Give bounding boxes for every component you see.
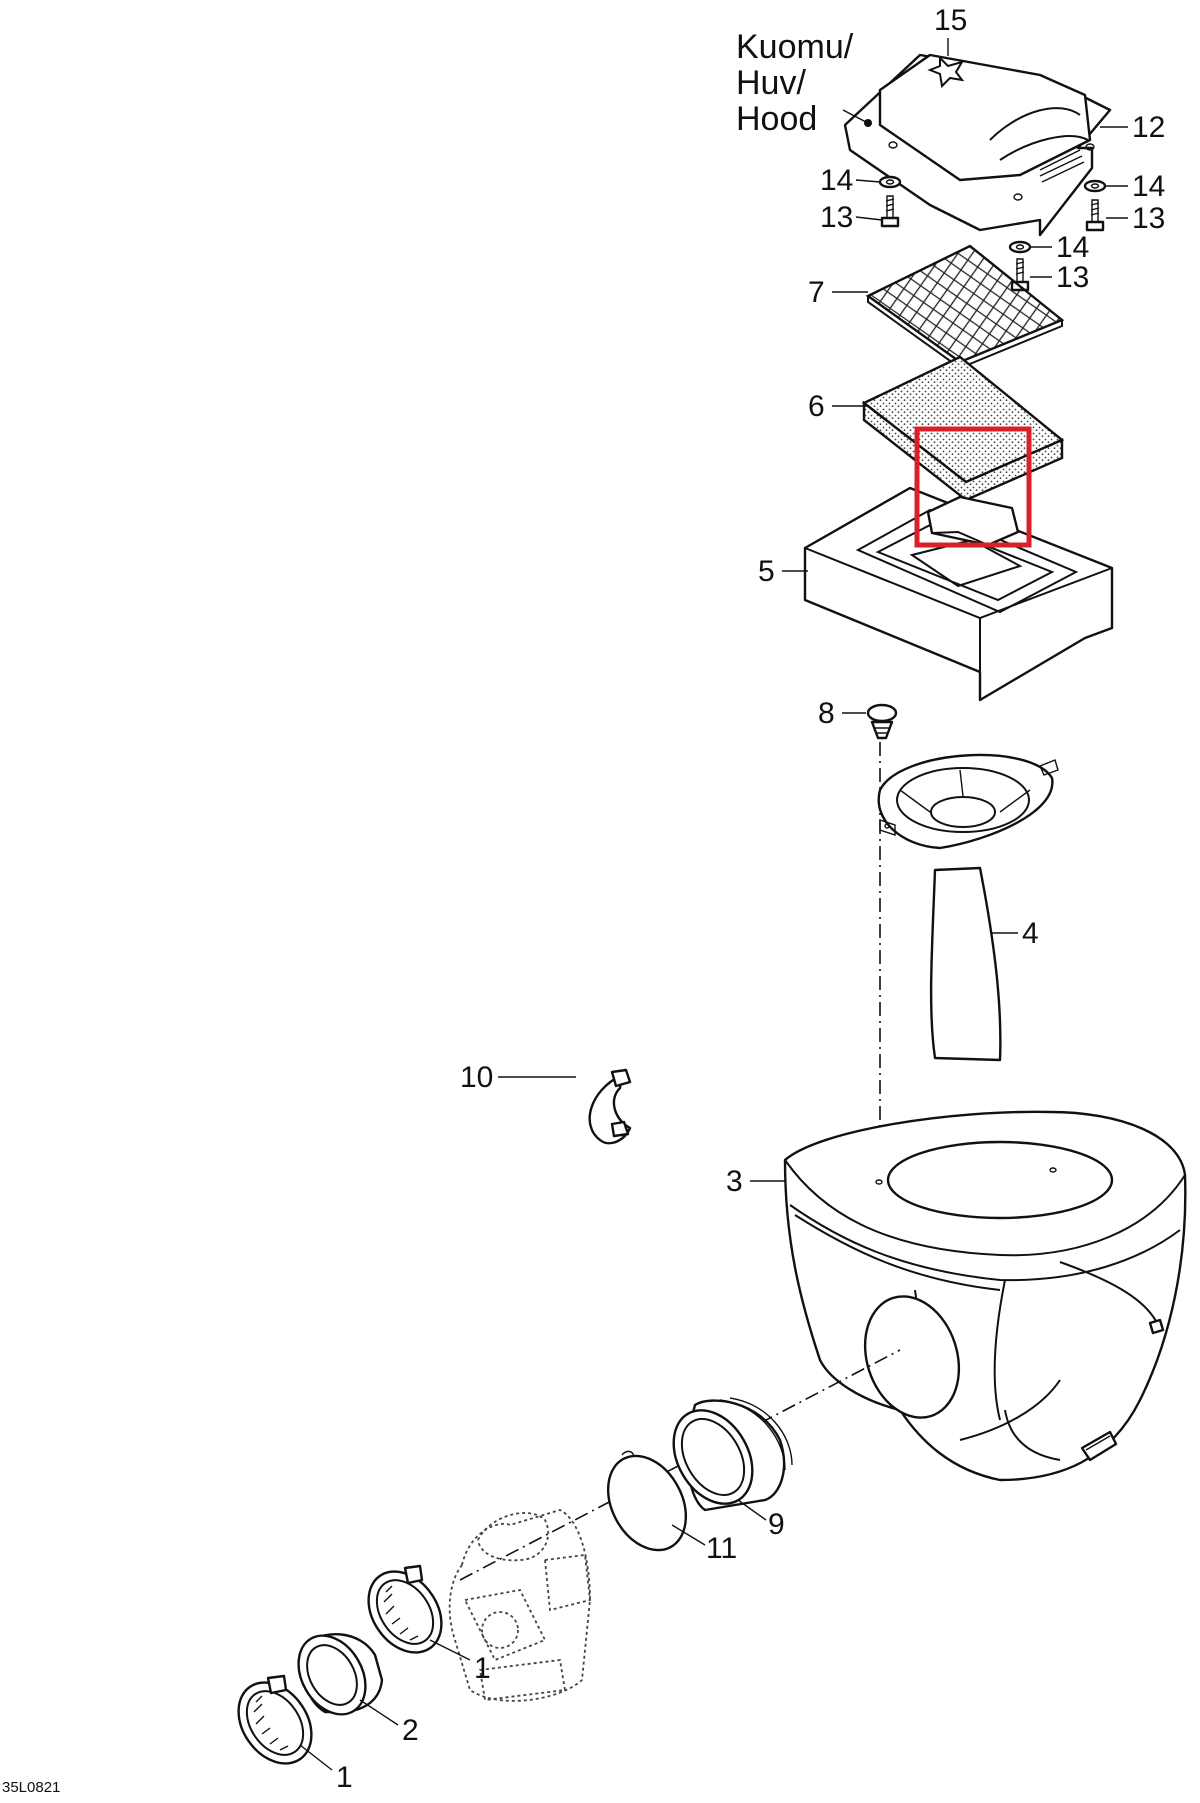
washer-14-middle <box>1008 240 1032 254</box>
callout-1-lower: 1 <box>336 1761 353 1794</box>
callout-4: 4 <box>1022 917 1039 950</box>
screw-13-left <box>880 195 900 228</box>
callout-9: 9 <box>768 1508 785 1541</box>
callout-12: 12 <box>1132 111 1165 144</box>
hood-label-line-3: Hood <box>736 100 817 138</box>
screw-13-right <box>1085 199 1105 232</box>
hood-label-line-1: Kuomu/ <box>736 28 854 66</box>
callout-14-right: 14 <box>1132 170 1165 203</box>
callout-2: 2 <box>402 1714 419 1747</box>
highlight-box <box>914 426 1032 548</box>
callout-7: 7 <box>808 276 825 309</box>
leader-lines <box>299 38 1128 1771</box>
callout-14-middle: 14 <box>1056 231 1089 264</box>
filter-housing-part[interactable] <box>803 486 1114 702</box>
callout-13-middle: 13 <box>1056 261 1089 294</box>
alignment-line-diagonal <box>459 1349 901 1581</box>
callout-1-upper: 1 <box>474 1652 491 1685</box>
carburetor-reference <box>448 1509 591 1702</box>
push-rivet-part[interactable] <box>866 703 898 740</box>
filter-foam-part[interactable] <box>861 355 1065 502</box>
callout-13-right: 13 <box>1132 202 1165 235</box>
callout-15: 15 <box>934 4 967 37</box>
air-stack-part[interactable] <box>877 753 1059 1062</box>
callout-10: 10 <box>460 1061 493 1094</box>
callout-3: 3 <box>726 1165 743 1198</box>
hood-part[interactable] <box>843 53 1112 237</box>
washer-14-left <box>878 175 902 189</box>
washer-14-right <box>1083 179 1107 193</box>
air-box-part[interactable] <box>783 1110 1187 1482</box>
callout-6: 6 <box>808 390 825 423</box>
clamp-lower-part[interactable] <box>224 1669 327 1778</box>
callout-5: 5 <box>758 555 775 588</box>
callout-numbers: 15 12 14 13 14 13 14 13 7 6 5 8 4 10 3 9… <box>336 4 1165 1794</box>
hood-label-line-2: Huv/ <box>736 64 806 102</box>
clamp-upper-part[interactable] <box>354 1558 457 1667</box>
hood-label: Kuomu/ Huv/ Hood <box>736 28 872 138</box>
callout-14-left: 14 <box>820 164 853 197</box>
callout-13-left: 13 <box>820 201 853 234</box>
boot-part[interactable] <box>285 1624 384 1727</box>
gasket-part[interactable] <box>593 1442 702 1563</box>
callout-8: 8 <box>818 697 835 730</box>
drawing-code: 35L0821 <box>2 1779 60 1796</box>
clip-part[interactable] <box>588 1068 632 1145</box>
filter-screen-part[interactable] <box>865 244 1065 370</box>
callout-11: 11 <box>706 1532 737 1565</box>
